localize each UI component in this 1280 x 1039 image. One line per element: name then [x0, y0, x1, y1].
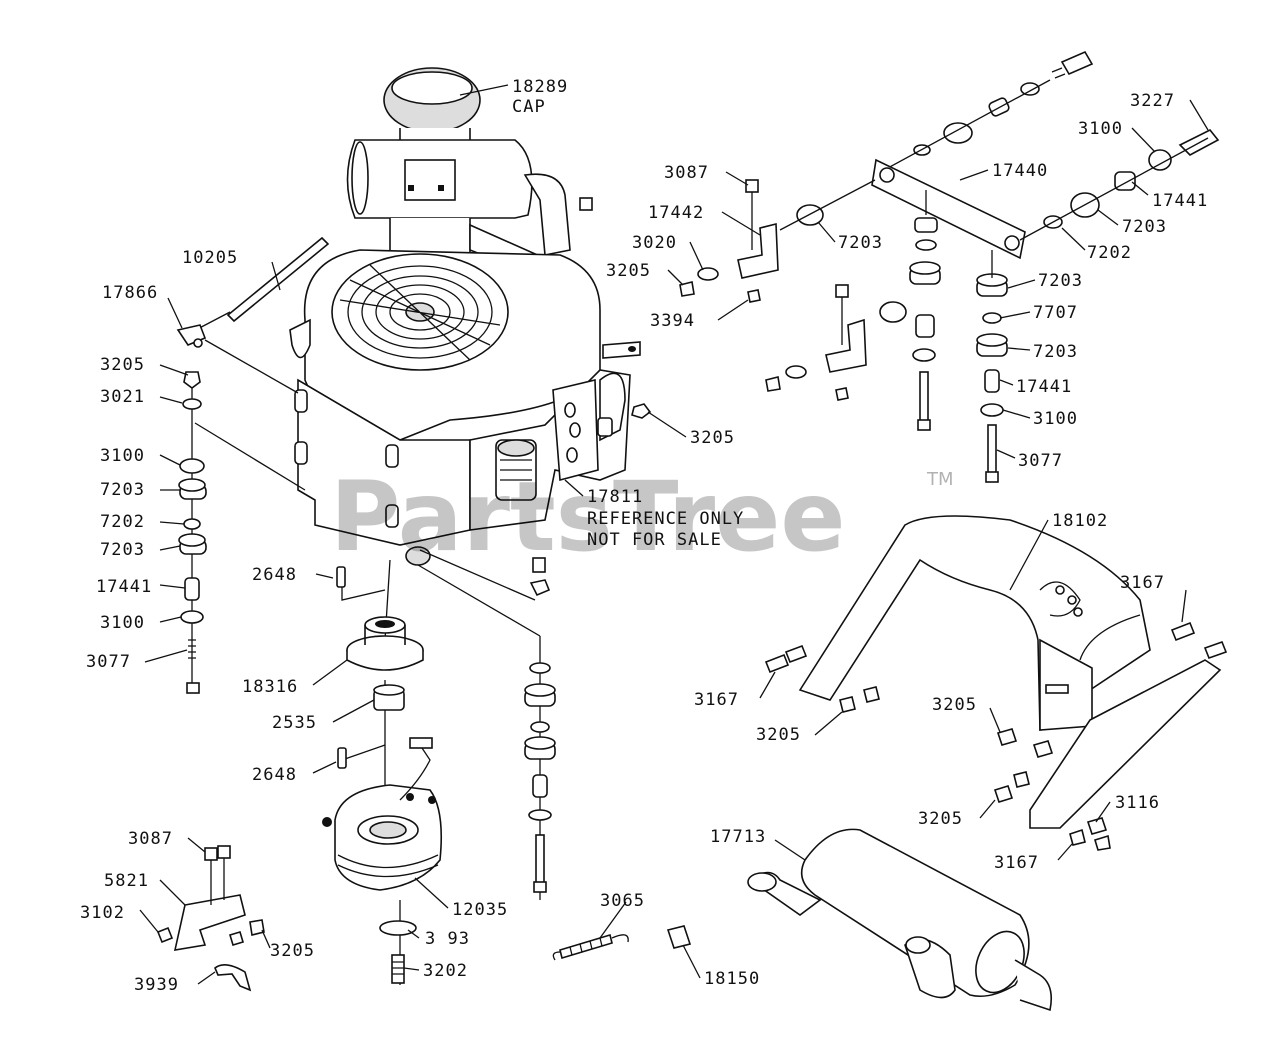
label-7203-right-b: 7203 [1033, 342, 1078, 362]
label-7203-top-right: 7203 [1122, 217, 1167, 237]
label-10205: 10205 [182, 248, 238, 268]
label-3077-right: 3077 [1018, 451, 1063, 471]
label-3202: 3202 [423, 961, 468, 981]
label-18316: 18316 [242, 677, 298, 697]
label-3020: 3020 [632, 233, 677, 253]
label-17866: 17866 [102, 283, 158, 303]
label-3065: 3065 [600, 891, 645, 911]
engine-block [297, 378, 471, 546]
label-17441-left: 17441 [96, 577, 152, 597]
label-3205-top: 3205 [606, 261, 651, 281]
part-labels: 18289 CAP 10205 17866 3205 3021 3100 720… [80, 77, 1208, 995]
label-12035: 12035 [452, 900, 508, 920]
label-3205-handle-left: 3205 [756, 725, 801, 745]
label-3021: 3021 [100, 387, 145, 407]
label-7202-left: 7202 [100, 512, 145, 532]
center-mount-stack [524, 557, 556, 893]
shaft-key-upper [336, 566, 346, 588]
label-3100-right: 3100 [1033, 409, 1078, 429]
label-2648-lower: 2648 [252, 765, 297, 785]
label-3939: 3939 [134, 975, 179, 995]
label-3116: 3116 [1115, 793, 1160, 813]
leader-lines [139, 84, 1209, 985]
engine-pulley [346, 616, 424, 671]
label-3205-left: 3205 [100, 355, 145, 375]
muffler [747, 828, 1053, 1012]
label-7203-top: 7203 [838, 233, 883, 253]
label-7202-right: 7202 [1087, 243, 1132, 263]
label-3205-bottom-left: 3205 [270, 941, 315, 961]
label-cap: CAP [512, 97, 546, 117]
watermark-brand: PartsTree [330, 461, 845, 573]
engine-mount-bracket-assembly [679, 50, 1220, 483]
engine-assembly [289, 67, 652, 566]
label-17713: 17713 [710, 827, 766, 847]
label-7203-left-bottom: 7203 [100, 540, 145, 560]
label-7203-left-top: 7203 [100, 480, 145, 500]
electric-clutch [322, 737, 443, 891]
label-18102: 18102 [1052, 511, 1108, 531]
label-17440: 17440 [992, 161, 1048, 181]
label-3394: 3394 [650, 311, 695, 331]
label-3100-left-top: 3100 [100, 446, 145, 466]
reference-note-line1: REFERENCE ONLY [587, 509, 744, 529]
label-17441-top-right: 17441 [1152, 191, 1208, 211]
left-mount-stack [178, 371, 207, 694]
label-2535: 2535 [272, 713, 317, 733]
label-3087-bottom: 3087 [128, 829, 173, 849]
rear-handle-frame [764, 515, 1228, 851]
label-17811: 17811 [587, 487, 643, 507]
label-7707: 7707 [1033, 303, 1078, 323]
reference-note-line2: NOT FOR SALE [587, 530, 722, 550]
label-3077-left: 3077 [86, 652, 131, 672]
label-3205-handle-mid: 3205 [932, 695, 977, 715]
label-3-93: 3 93 [425, 929, 470, 949]
clutch-bolt [391, 954, 405, 984]
label-2648-upper: 2648 [252, 565, 297, 585]
mount-bar [871, 158, 1026, 260]
label-5821: 5821 [104, 871, 149, 891]
label-3205-engine-right: 3205 [690, 428, 735, 448]
label-3100-top-right: 3100 [1078, 119, 1123, 139]
watermark-trademark: TM [926, 469, 954, 490]
label-17441-right: 17441 [1016, 377, 1072, 397]
shaft-key-lower [337, 747, 347, 769]
retaining-clip [214, 964, 252, 992]
label-3087-top: 3087 [664, 163, 709, 183]
label-3102: 3102 [80, 903, 125, 923]
label-3167-right-top: 3167 [1120, 573, 1165, 593]
label-17442: 17442 [648, 203, 704, 223]
clutch-bracket [156, 845, 265, 951]
label-3167-bottom: 3167 [994, 853, 1039, 873]
label-3205-handle-bottom: 3205 [918, 809, 963, 829]
label-3167-left: 3167 [694, 690, 739, 710]
fuel-hose [226, 236, 330, 323]
spring-clip [666, 925, 692, 949]
label-18150: 18150 [704, 969, 760, 989]
clutch-washer [379, 920, 417, 936]
label-3100-left-bottom: 3100 [100, 613, 145, 633]
label-7203-right-a: 7203 [1038, 271, 1083, 291]
label-18289: 18289 [512, 77, 568, 97]
label-3227: 3227 [1130, 91, 1175, 111]
idler-spring [552, 933, 629, 961]
